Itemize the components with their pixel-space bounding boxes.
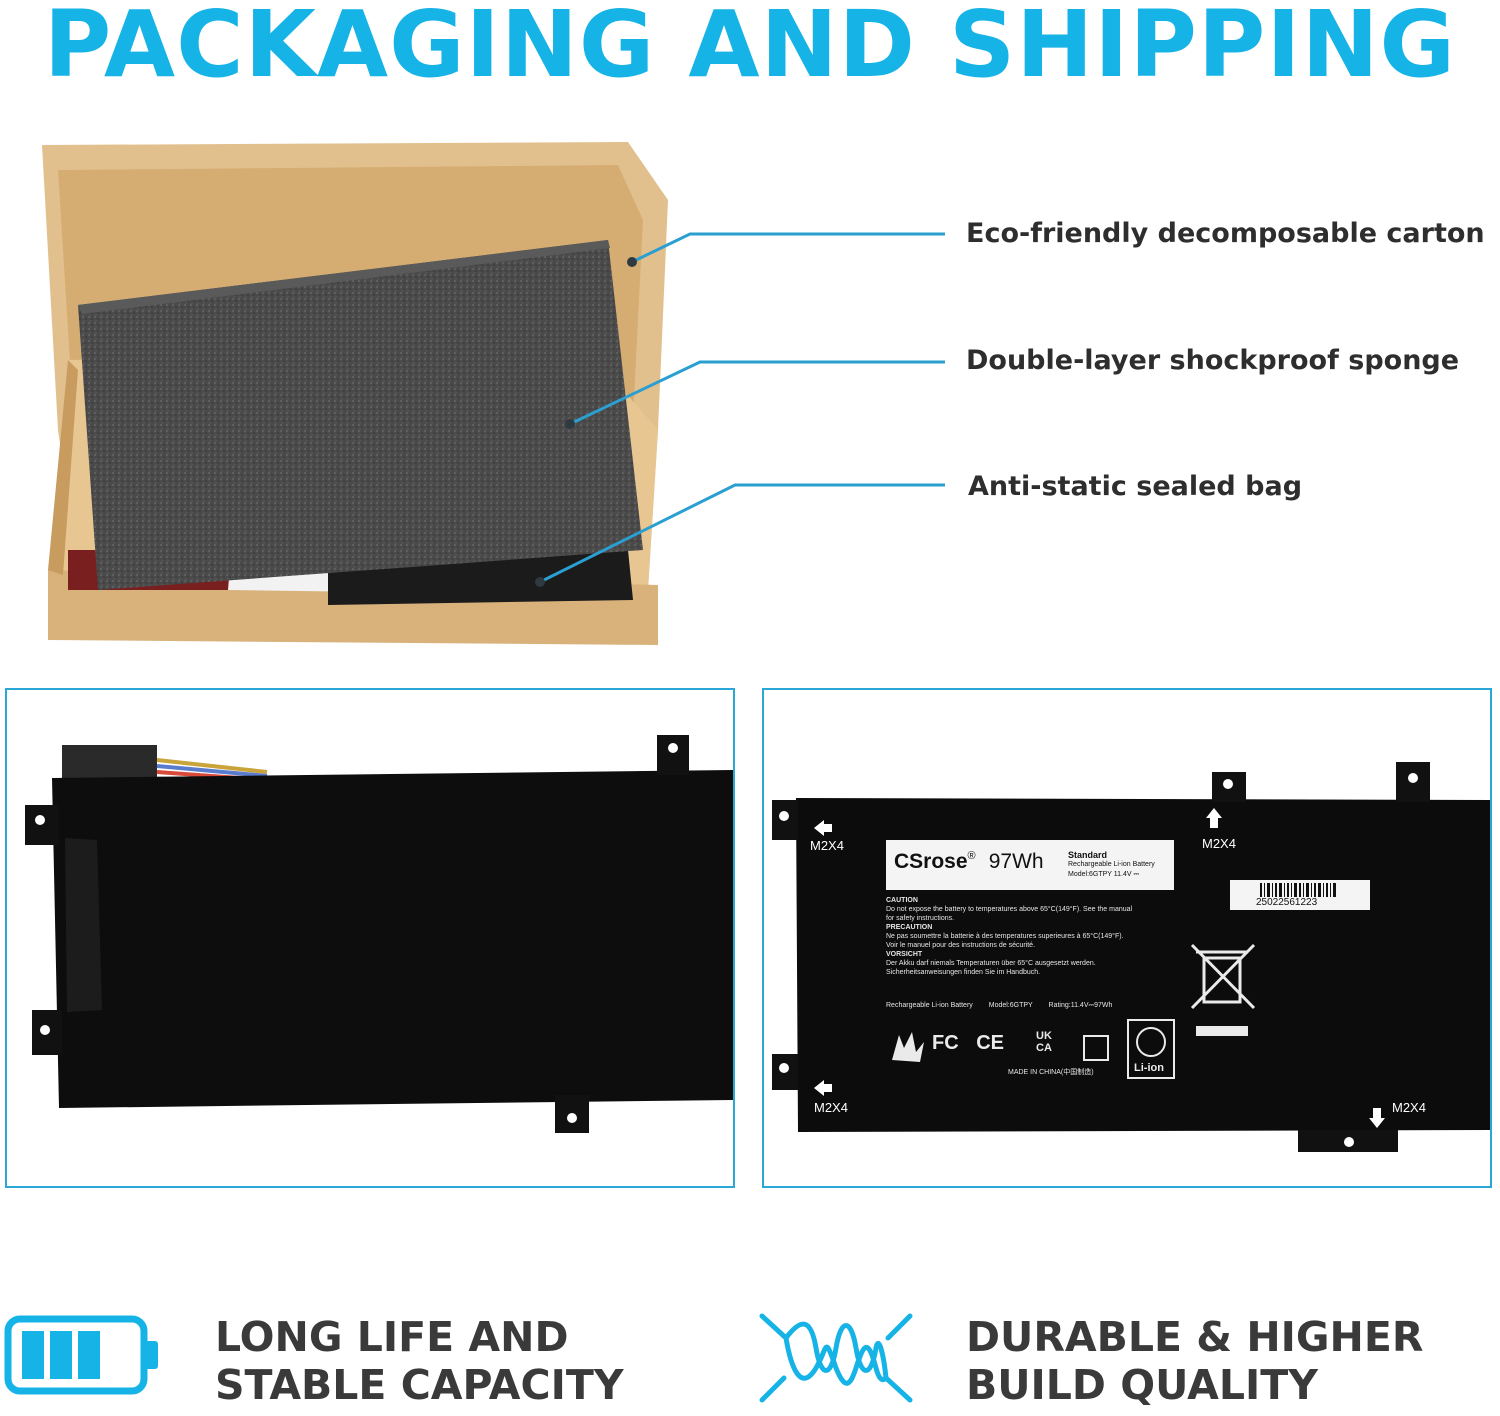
feature-durable: DURABLE & HIGHER BUILD QUALITY (966, 1313, 1423, 1409)
screw-label-bottom-right: M2X4 (1392, 1100, 1426, 1115)
hazard-icon (892, 1032, 924, 1062)
label-standard: Standard (1068, 850, 1108, 860)
battery-front-image (772, 762, 1490, 1152)
callout-carton: Eco-friendly decomposable carton (966, 218, 1485, 249)
caution-text-2: for safety instructions. (886, 915, 955, 922)
made-in-text: MADE IN CHINA(中国制造) (1008, 1069, 1094, 1076)
page-title: PACKAGING AND SHIPPING (43, 0, 1457, 98)
precaution-text-1: Ne pas soumettre la batterie à des tempe… (886, 933, 1124, 940)
label-model-line: Model:6GTPY 11.4V ⎓ (1068, 871, 1140, 878)
footer-type: Rechargeable Li-ion Battery (886, 1002, 973, 1009)
callout-sponge: Double-layer shockproof sponge (966, 345, 1460, 376)
fc-mark: FC (932, 1032, 959, 1054)
label-capacity: 97Wh (988, 850, 1044, 873)
feature-durable-line1: DURABLE & HIGHER (966, 1313, 1424, 1361)
label-warnings: CAUTION Do not expose the battery to tem… (886, 896, 1132, 977)
screw-label-top-center: M2X4 (1202, 836, 1236, 851)
feature-long-life-line2: STABLE CAPACITY (215, 1361, 624, 1409)
ca-mark-text: CA (1036, 1042, 1052, 1054)
uk-mark-text: UK (1036, 1030, 1052, 1042)
screw-label-top-left: M2X4 (810, 838, 844, 853)
label-registered: ® (967, 850, 976, 862)
recycle-bin-icon (1190, 943, 1256, 1010)
label-footer-row: Rechargeable Li-ion Battery Model:6GTPY … (886, 1002, 1112, 1010)
caution-title: CAUTION (886, 897, 918, 904)
precaution-title: PRECAUTION (886, 924, 933, 931)
feature-durable-line2: BUILD QUALITY (966, 1361, 1318, 1409)
vorsicht-text-2: Sicherheitsanweisungen finden Sie im Han… (886, 969, 1041, 976)
caution-text-1: Do not expose the battery to temperature… (886, 906, 1133, 913)
screw-label-bottom-left: M2X4 (814, 1100, 848, 1115)
vorsicht-text-1: Der Akku darf niemals Temperaturen über … (886, 960, 1096, 967)
battery-back-panel (5, 688, 735, 1188)
label-brand: CSrose (894, 850, 968, 873)
ce-mark: CE (976, 1032, 1005, 1054)
li-ion-text: Li-ion (1134, 1062, 1164, 1074)
packaging-box-image (42, 142, 668, 645)
battery-capacity-icon (4, 1315, 158, 1395)
footer-model: Model:6GTPY (988, 1002, 1033, 1009)
callout-bag: Anti-static sealed bag (968, 471, 1303, 502)
barcode-number: 25022561223 (1256, 897, 1318, 908)
twisted-wire-icon (759, 1313, 913, 1403)
battery-label-panel: CSrose® 97Wh Standard Rechargeable Li-io… (762, 688, 1492, 1188)
label-brand-row: CSrose® 97Wh (894, 850, 1044, 874)
vorsicht-title: VORSICHT (886, 951, 923, 958)
feature-long-life-line1: LONG LIFE AND (215, 1313, 569, 1361)
label-type-line: Rechargeable Li-ion Battery (1068, 861, 1155, 868)
precaution-text-2: Voir le manuel pour des instructions de … (886, 942, 1036, 949)
feature-long-life: LONG LIFE AND STABLE CAPACITY (215, 1313, 624, 1409)
cert-marks-row: FC CE (932, 1032, 1004, 1055)
footer-rating: Rating:11.4V⎓97Wh (1048, 1002, 1113, 1009)
battery-back-image (25, 735, 733, 1133)
ukca-mark: UK CA (1036, 1030, 1052, 1054)
